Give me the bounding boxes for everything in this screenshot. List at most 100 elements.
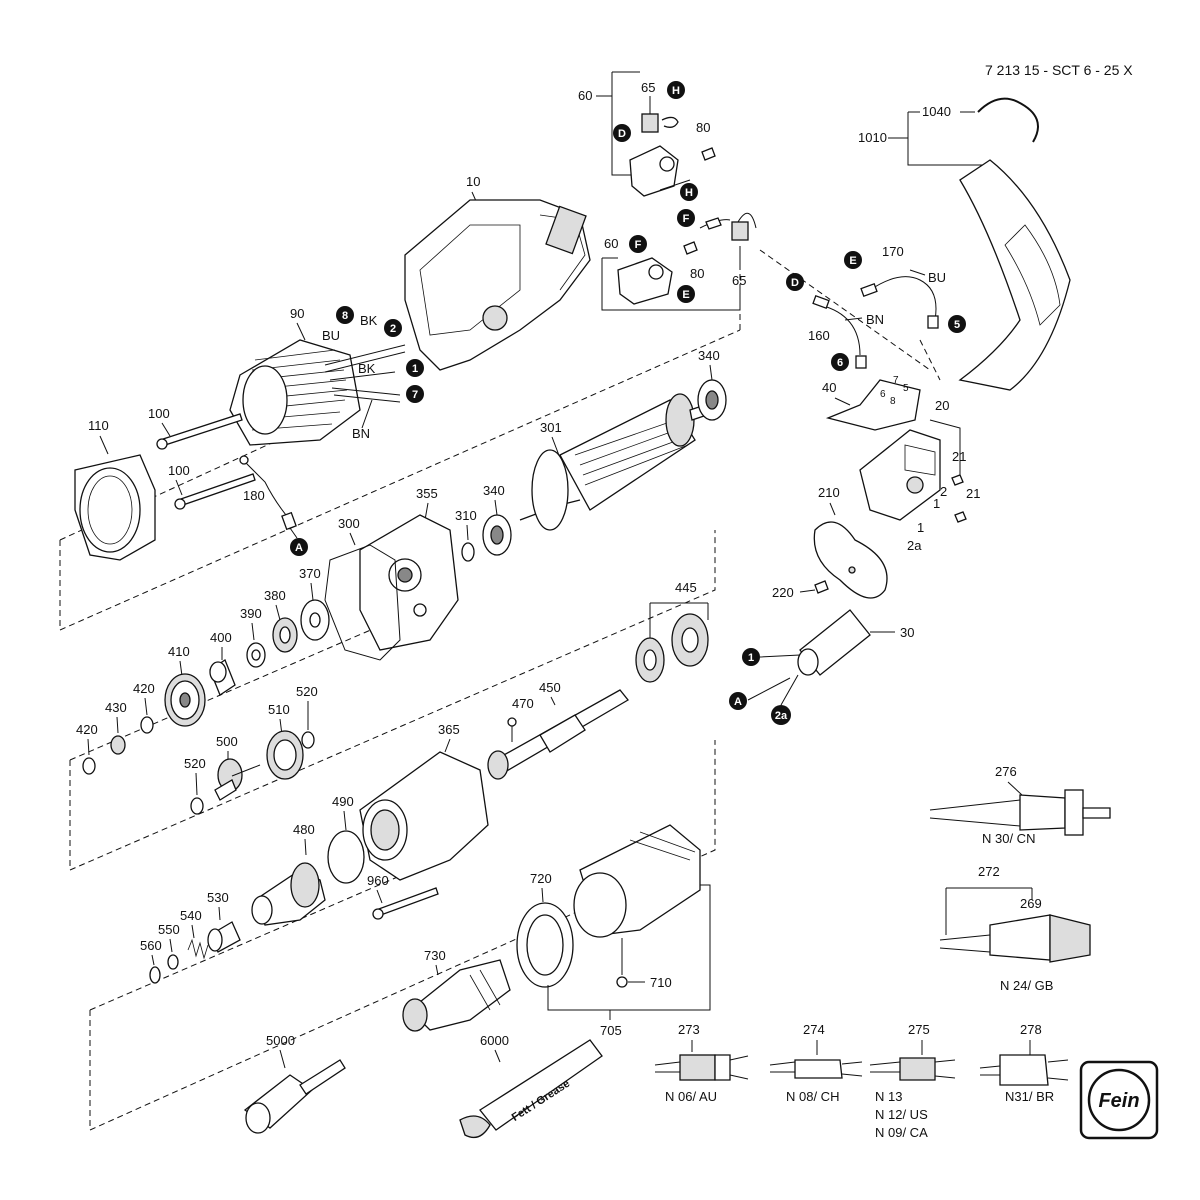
screws-100: 100 100 — [148, 406, 256, 510]
switch-terminal-2: 2 — [940, 484, 947, 499]
marker-6: 6 — [831, 353, 849, 371]
marker-7: 7 — [406, 385, 424, 403]
label-80a: 80 — [696, 120, 710, 135]
label-100a: 100 — [148, 406, 170, 421]
label-500: 500 — [216, 734, 238, 749]
gear-510: 510 — [266, 702, 304, 780]
label-490: 490 — [332, 794, 354, 809]
plug-274: 274 N 08/ CH — [769, 1022, 863, 1104]
label-480: 480 — [293, 822, 315, 837]
label-450: 450 — [539, 680, 561, 695]
collar-480: 480 — [251, 822, 326, 926]
switch-lever-40: 40 7 5 6 8 — [822, 375, 921, 431]
field-coil: 90 BU BK BK BN — [229, 306, 406, 446]
svg-text:H: H — [672, 85, 680, 97]
wire-BK-coil-b: BK — [358, 361, 376, 376]
wire-BN-switch: BN — [866, 312, 884, 327]
label-40: 40 — [822, 380, 836, 395]
fein-logo: Fein — [1079, 1060, 1159, 1140]
label-6000: 6000 — [480, 1033, 509, 1048]
svg-text:7: 7 — [412, 389, 418, 401]
marker-H-top: H — [667, 81, 685, 99]
svg-text:D: D — [791, 277, 799, 289]
svg-text:1: 1 — [412, 363, 418, 375]
plug-label-N08: N 08/ CH — [786, 1089, 839, 1104]
motor-housing: 10 — [404, 174, 591, 371]
o-ring-490: 490 — [327, 794, 365, 884]
marker-D-top: D — [613, 124, 631, 142]
label-520a: 520 — [296, 684, 318, 699]
marker-A-top: A — [290, 538, 308, 556]
label-60a: 60 — [578, 88, 592, 103]
svg-text:1: 1 — [748, 652, 754, 664]
svg-text:F: F — [683, 213, 690, 225]
label-710: 710 — [650, 975, 672, 990]
switch-terminal-1b: 1 — [917, 520, 924, 535]
label-720: 720 — [530, 871, 552, 886]
label-160: 160 — [808, 328, 830, 343]
marker-F-top: F — [677, 209, 695, 227]
bearing-340-bottom: 340 — [482, 483, 512, 556]
label-65a: 65 — [641, 80, 655, 95]
svg-text:5: 5 — [954, 319, 960, 331]
plug-label-N13: N 13 — [875, 1089, 902, 1104]
label-276: 276 — [995, 764, 1017, 779]
label-390: 390 — [240, 606, 262, 621]
label-1010: 1010 — [858, 130, 887, 145]
terminal-7: 7 — [893, 375, 899, 386]
label-10: 10 — [466, 174, 480, 189]
grease-tube-6000: 6000 Fett / Grease — [459, 1033, 603, 1139]
marker-1-cap: 1 — [742, 648, 760, 666]
label-380: 380 — [264, 588, 286, 603]
label-273: 273 — [678, 1022, 700, 1037]
marker-8: 8 — [336, 306, 354, 324]
screw-80b — [683, 241, 698, 255]
svg-text:6: 6 — [837, 357, 843, 369]
clip-520a: 520 — [296, 684, 318, 749]
wire-BU-coil: BU — [322, 328, 340, 343]
bushing-400: 400 — [209, 630, 236, 696]
switch-terminal-2a: 2a — [907, 538, 922, 553]
label-21a: 21 — [952, 449, 966, 464]
switch-20: 20 21 21 2 1 1 2a — [859, 398, 980, 553]
plug-label-N06: N 06/ AU — [665, 1089, 717, 1104]
label-445: 445 — [675, 580, 697, 595]
label-90: 90 — [290, 306, 304, 321]
label-420b: 420 — [76, 722, 98, 737]
wire-BN-coil: BN — [352, 426, 370, 441]
terminal-5: 5 — [903, 383, 909, 394]
svg-text:2: 2 — [390, 323, 396, 335]
clip-420b: 420 — [76, 722, 98, 775]
label-210: 210 — [818, 485, 840, 500]
label-365: 365 — [438, 722, 460, 737]
brush-holder-a — [629, 145, 679, 197]
marker-D-switch: D — [786, 273, 804, 291]
label-274: 274 — [803, 1022, 825, 1037]
wire-160: 160 BN — [808, 295, 884, 369]
armature-301: 301 — [519, 393, 723, 531]
label-20: 20 — [935, 398, 949, 413]
wire-BK-coil-a: BK — [360, 313, 378, 328]
washer-390: 390 — [240, 606, 266, 668]
label-340b: 340 — [483, 483, 505, 498]
screw-960: 960 — [367, 873, 439, 920]
label-21b: 21 — [966, 486, 980, 501]
carbon-brush-b — [731, 221, 749, 241]
label-420a: 420 — [133, 681, 155, 696]
needle-bearing-380: 380 — [264, 588, 298, 653]
label-550: 550 — [158, 922, 180, 937]
svg-text:H: H — [685, 187, 693, 199]
label-470: 470 — [512, 696, 534, 711]
label-272: 272 — [978, 864, 1000, 879]
plug-label-N09: N 09/ CA — [875, 1125, 928, 1140]
spindle-450: 450 — [487, 680, 629, 780]
brush-holder-b — [617, 257, 673, 305]
marker-circles: H D H F F E E D 5 6 8 2 1 7 A 1 A 2a — [290, 81, 966, 725]
marker-2a-cap: 2a — [771, 705, 791, 725]
label-180: 180 — [243, 488, 265, 503]
label-269: 269 — [1020, 896, 1042, 911]
label-510: 510 — [268, 702, 290, 717]
label-65b: 65 — [732, 273, 746, 288]
